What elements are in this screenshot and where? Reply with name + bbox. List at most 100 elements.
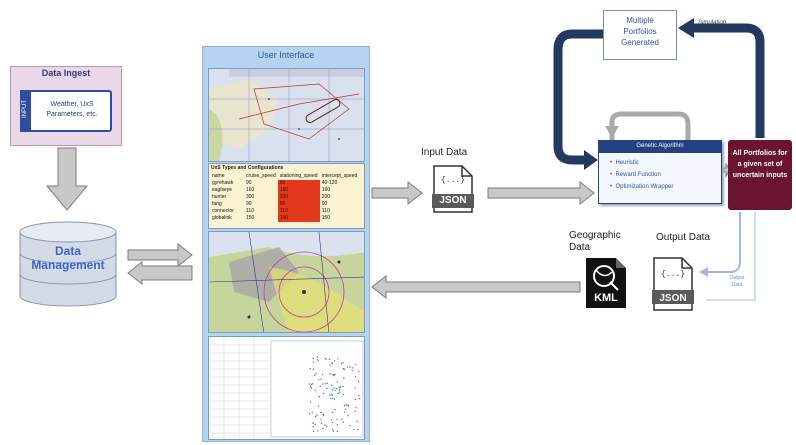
uxs-cell: 150 xyxy=(277,215,320,222)
scatter-dot xyxy=(331,393,333,395)
genetic-algorithm-header xyxy=(598,140,722,153)
uxs-cell: 60 xyxy=(277,180,320,187)
scatter-dot xyxy=(312,368,315,370)
scatter-dot xyxy=(332,421,334,424)
multiple-portfolios-line2: Portfolios xyxy=(623,27,657,36)
data-ingest-input-tab xyxy=(20,90,31,132)
database-cylinder xyxy=(19,221,117,307)
scatter-dot xyxy=(352,367,354,369)
all-portfolios-text: All Portfolios for a given set of uncert… xyxy=(730,148,790,181)
simulation-loop-arrow xyxy=(690,23,765,138)
uxs-table-title: UxS Types and Configurations xyxy=(211,165,284,171)
uxs-table: name cruise_speed stationing_speed inter… xyxy=(210,173,364,222)
scatter-dot xyxy=(356,420,358,423)
results-thumbnail xyxy=(209,337,364,439)
scatter-dot xyxy=(345,404,347,406)
scatter-dot xyxy=(326,382,328,384)
ga-item-label: Reward Function xyxy=(615,172,661,178)
data-management-line1: Data xyxy=(54,244,81,258)
scatter-dot xyxy=(337,358,339,360)
scatter-dot xyxy=(331,389,334,391)
table-row: globalink 150 150 150 xyxy=(210,215,364,222)
map-thumbnail-2 xyxy=(209,232,364,332)
ui-map-screenshot xyxy=(208,68,365,162)
scatter-dot xyxy=(346,366,349,368)
all-portfolios-line1: All Portfolios for xyxy=(732,150,788,157)
scatter-dot xyxy=(355,407,357,409)
json-input-file-icon xyxy=(430,164,476,214)
scatter-dot xyxy=(343,368,345,371)
multiple-portfolios-text: Multiple Portfolios Generated xyxy=(603,15,677,48)
scatter-dot xyxy=(309,401,312,403)
scatter-dot xyxy=(331,362,333,364)
geographic-data-label: Geographic Data xyxy=(569,230,629,254)
json-output-braces: {...} xyxy=(660,270,685,279)
ui-to-db-arrow xyxy=(127,260,193,286)
user-interface-title: User Interface xyxy=(257,50,315,60)
scatter-dot xyxy=(342,362,344,364)
scatter-dot xyxy=(330,397,332,399)
uxs-cell: 160 xyxy=(246,187,255,193)
data-ingest-text-line1: Weather, UxS xyxy=(50,101,94,108)
scatter-dot xyxy=(358,370,360,372)
uxs-cell: 300 xyxy=(246,194,255,200)
scatter-dot xyxy=(314,423,316,426)
scatter-dot xyxy=(337,392,339,395)
scatter-dot xyxy=(312,422,314,424)
multiple-portfolios-line1: Multiple xyxy=(626,16,654,25)
scatter-dot xyxy=(316,414,318,416)
output-small-line1: Output xyxy=(729,275,745,281)
scatter-dot xyxy=(314,415,317,418)
scatter-dot xyxy=(331,419,333,421)
scatter-dot xyxy=(358,394,360,397)
scatter-dot xyxy=(342,421,344,423)
scatter-dot xyxy=(358,380,360,383)
table-row: gyrehawk 90 60 40-120 xyxy=(210,180,364,187)
scatter-dot xyxy=(358,397,361,400)
scatter-dot xyxy=(322,413,324,416)
scatter-dot xyxy=(347,415,349,417)
uxs-cell: gyrehawk xyxy=(212,180,234,186)
data-ingest-tab-label: INPUT xyxy=(22,100,28,118)
uxs-cell: 150 xyxy=(246,215,255,221)
uxs-cell: 160 xyxy=(321,187,331,193)
scatter-dot xyxy=(326,387,328,389)
uxs-cell: 200 xyxy=(277,194,320,201)
scatter-dot xyxy=(322,392,325,395)
data-ingest-title: Data Ingest xyxy=(41,68,91,78)
scatter-dot xyxy=(316,356,319,358)
table-row: eaglseye 160 160 160 xyxy=(210,187,364,194)
scatter-dot xyxy=(322,428,324,430)
scatter-dot xyxy=(311,384,313,386)
uxs-cell: 110 xyxy=(321,208,330,214)
scatter-dot xyxy=(354,398,357,401)
scatter-dot xyxy=(323,414,325,417)
ga-item-optimization-wrapper: • Optimization Wrapper xyxy=(610,184,674,190)
all-portfolios-line3: uncertain inputs xyxy=(732,172,788,179)
scatter-dot xyxy=(331,411,334,414)
output-to-ui-arrow xyxy=(371,274,581,300)
scatter-dot xyxy=(342,367,344,370)
uxs-cell: 90 xyxy=(277,201,320,208)
scatter-dot xyxy=(325,426,328,428)
scatter-dot xyxy=(312,357,314,360)
data-ingest-text: Weather, UxS Parameters, etc. xyxy=(33,100,111,120)
uxs-cell: 90 xyxy=(321,201,328,207)
scatter-dot xyxy=(310,387,313,389)
scatter-dot xyxy=(309,367,311,370)
multiple-portfolios-line3: Generated xyxy=(621,38,659,47)
data-management-label: Data Management xyxy=(20,244,116,272)
scatter-dot xyxy=(340,362,343,365)
json-to-ga-arrow xyxy=(487,180,595,206)
uxs-cell: 110 xyxy=(277,208,320,215)
portfolios-to-ga-loop xyxy=(553,29,603,165)
scatter-dot xyxy=(317,430,319,432)
scatter-dot xyxy=(325,358,327,360)
scatter-dot xyxy=(328,358,330,361)
scatter-dot xyxy=(333,387,335,389)
scatter-dot xyxy=(357,429,359,431)
output-small-line2: Data xyxy=(731,282,743,288)
ui-results-screenshot xyxy=(208,336,365,440)
db-to-ui-arrow xyxy=(127,242,193,268)
